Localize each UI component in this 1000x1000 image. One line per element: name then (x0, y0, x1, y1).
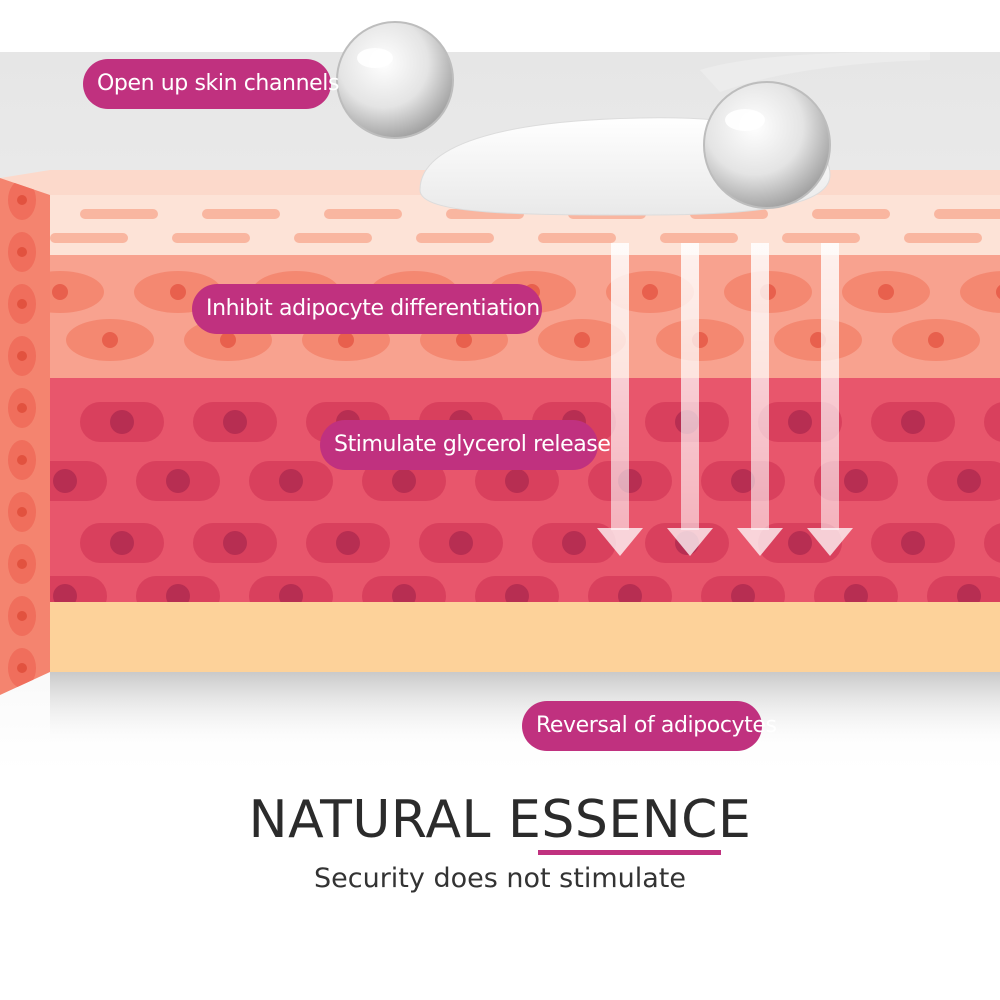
fat-cell-nucleus (166, 584, 190, 602)
fat-cell-nucleus (392, 469, 416, 493)
epidermis-cell (324, 209, 402, 219)
epidermis-cell (904, 233, 982, 243)
cream-trail (700, 52, 930, 92)
fat-cell-nucleus (788, 531, 812, 555)
epidermis-cell (538, 233, 616, 243)
dermis-cell (50, 271, 104, 313)
fat-cell-nucleus (505, 584, 529, 602)
dermis-cell (960, 271, 1000, 313)
page-subtitle: Security does not stimulate (314, 863, 686, 894)
dermis-cell-nucleus (574, 332, 590, 348)
side-cell-nucleus (17, 663, 27, 673)
epidermis-cell (172, 233, 250, 243)
sphere-highlight (725, 109, 765, 131)
dermis-cell-nucleus (928, 332, 944, 348)
epidermis-cell (50, 233, 128, 243)
fat-cell-nucleus (731, 469, 755, 493)
side-cell-nucleus (17, 195, 27, 205)
sphere-highlight (357, 48, 393, 68)
arrow-shaft (821, 243, 839, 530)
arrow-head (667, 528, 713, 556)
fat-cell-nucleus (223, 531, 247, 555)
fat-cell-nucleus (449, 531, 473, 555)
arrow-head (807, 528, 853, 556)
epidermis-cell (660, 233, 738, 243)
dermis-cell-nucleus (996, 285, 1000, 299)
dermis-cell-nucleus (52, 284, 68, 300)
essence-sphere (703, 81, 831, 209)
arrow-shaft (611, 243, 629, 530)
side-cell-nucleus (17, 611, 27, 621)
side-cell-nucleus (17, 299, 27, 309)
dermis-cell-nucleus (642, 284, 658, 300)
dermis-cell-nucleus (170, 284, 186, 300)
epidermis-cell (80, 209, 158, 219)
side-cell-nucleus (17, 507, 27, 517)
base-layer (50, 602, 1000, 672)
fat-cell-nucleus (901, 410, 925, 434)
dermis-cell-nucleus (102, 332, 118, 348)
fat-cell (984, 523, 1000, 563)
arrow-shaft (751, 243, 769, 530)
fat-cell-nucleus (562, 531, 586, 555)
fat-cell-nucleus (53, 469, 77, 493)
essence-sphere (336, 21, 454, 139)
fat-cell-nucleus (505, 469, 529, 493)
fat-cell-nucleus (166, 469, 190, 493)
dermis-cell-nucleus (878, 284, 894, 300)
side-cell-nucleus (17, 403, 27, 413)
fat-cell-nucleus (110, 531, 134, 555)
fat-cell-nucleus (279, 584, 303, 602)
arrow-head (737, 528, 783, 556)
fat-cell-nucleus (110, 410, 134, 434)
dermis-cell-nucleus (456, 332, 472, 348)
fat-cell-nucleus (788, 410, 812, 434)
side-cell-nucleus (17, 559, 27, 569)
epidermis-cell (294, 233, 372, 243)
side-face-cells (8, 180, 36, 688)
fat-cell-nucleus (957, 469, 981, 493)
fat-cell-nucleus (844, 584, 868, 602)
dermis-cell-nucleus (338, 332, 354, 348)
stimulate-glycerol-label: Stimulate glycerol release (320, 420, 611, 470)
fat-cell-nucleus (53, 584, 77, 602)
inhibit-adipocyte-label: Inhibit adipocyte differentiation (192, 284, 542, 334)
fat-cell-nucleus (392, 584, 416, 602)
epidermis-cell (202, 209, 280, 219)
epidermis-cell (934, 209, 1000, 219)
fat-cell (984, 402, 1000, 442)
fat-cell-nucleus (957, 584, 981, 602)
title-underline (538, 850, 721, 855)
fat-cell-nucleus (731, 584, 755, 602)
arrow-shaft (681, 243, 699, 530)
side-cell-nucleus (17, 247, 27, 257)
epidermis-cell (416, 233, 494, 243)
dermis-cell-nucleus (220, 332, 236, 348)
page-title: NATURAL ESSENCE (248, 790, 752, 850)
fat-cell-nucleus (618, 584, 642, 602)
reversal-adipocytes-label: Reversal of adipocytes (522, 701, 777, 751)
fat-cell-nucleus (279, 469, 303, 493)
fat-cell-nucleus (844, 469, 868, 493)
open-skin-channels-label: Open up skin channels (83, 59, 339, 109)
side-cell-nucleus (17, 351, 27, 361)
fat-cell-nucleus (901, 531, 925, 555)
penetration-arrows (597, 243, 853, 556)
fat-cell-nucleus (336, 531, 360, 555)
epidermis-cell (812, 209, 890, 219)
side-cell-nucleus (17, 455, 27, 465)
epidermis-cell (782, 233, 860, 243)
arrow-head (597, 528, 643, 556)
fat-cell-nucleus (223, 410, 247, 434)
